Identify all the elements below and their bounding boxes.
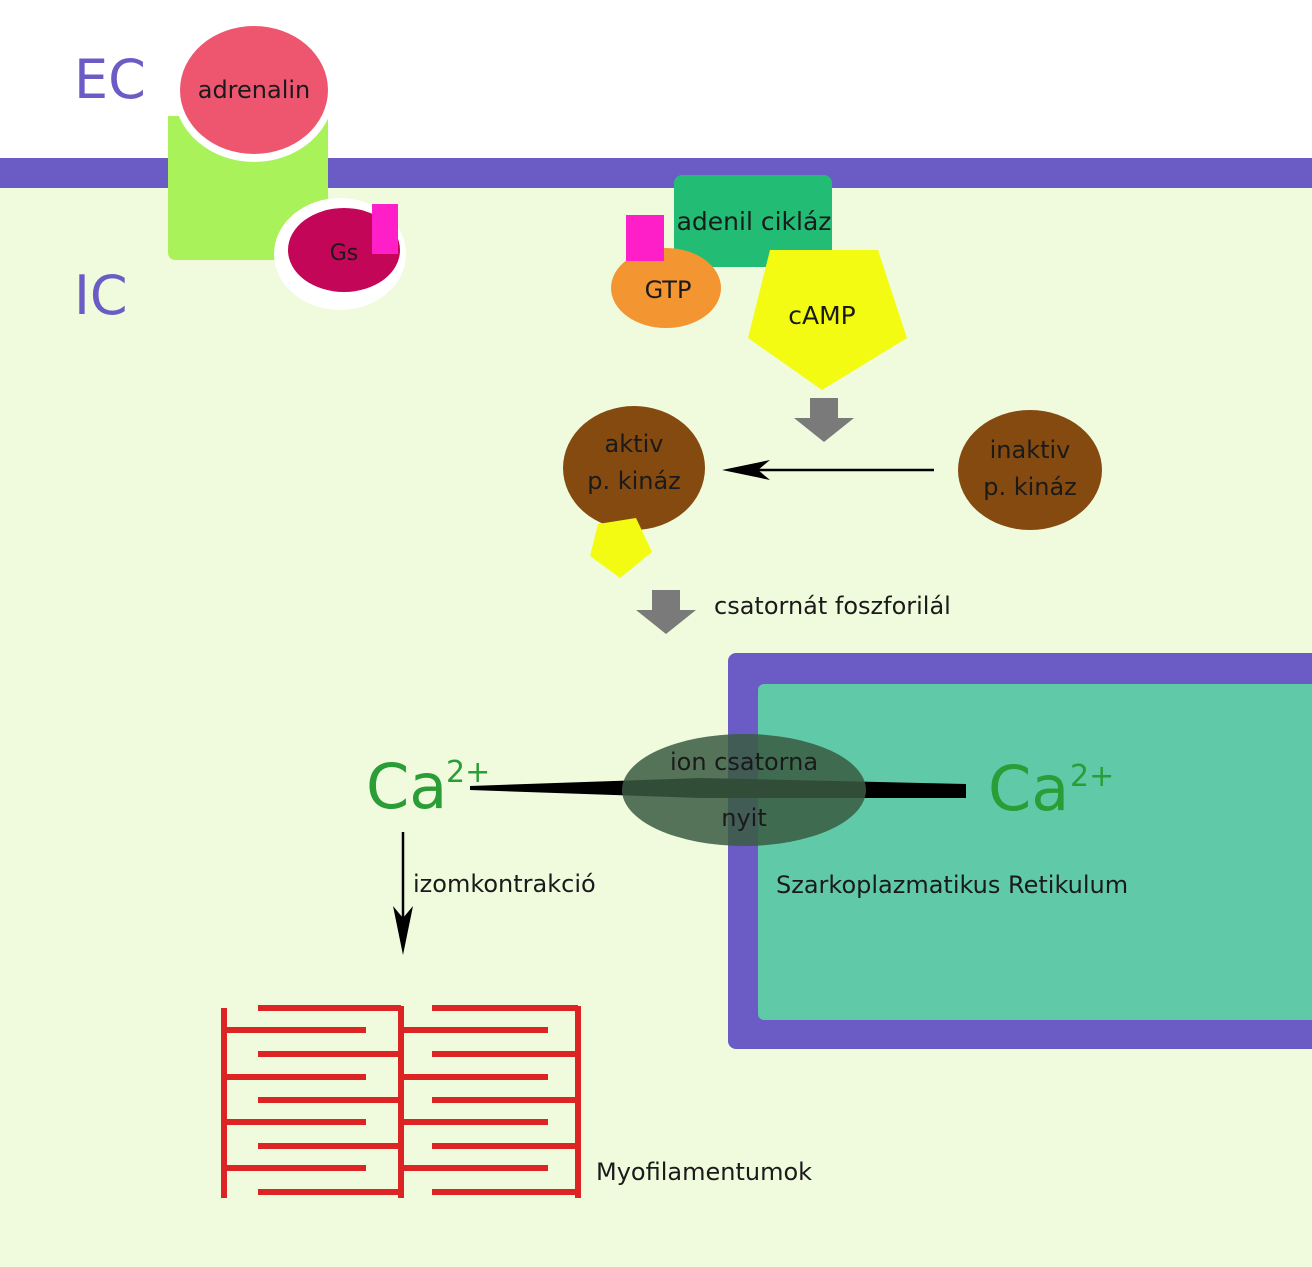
sr-lumen	[758, 684, 1312, 1020]
contraction-label: izomkontrakció	[413, 870, 596, 898]
adenyl-cyclase	[674, 175, 832, 267]
active-kinase-label-1: aktiv	[605, 430, 664, 458]
phosphorylation-label: csatornát foszforilál	[714, 592, 951, 620]
cytosol-calcium-charge: 2+	[446, 755, 490, 790]
sr-label: Szarkoplazmatikus Retikulum	[776, 871, 1128, 899]
gs-tag	[372, 204, 398, 254]
camp-activation-arrow	[794, 398, 854, 442]
sr-calcium-charge: 2+	[1070, 759, 1114, 794]
active-kinase-label-2: p. kináz	[587, 467, 681, 495]
bound-camp	[590, 518, 652, 578]
myofilaments	[221, 1005, 581, 1198]
phosphorylation-arrow	[636, 590, 696, 634]
inactive-kinase-label-1: inaktiv	[990, 436, 1071, 464]
gtp-molecule	[611, 248, 721, 328]
sr-calcium: Ca	[988, 752, 1069, 825]
channel-opens-label: nyit	[721, 804, 767, 832]
gs-label: Gs	[330, 241, 359, 266]
camp-label: cAMP	[788, 301, 856, 330]
ion-channel	[622, 734, 866, 846]
myofilaments-label: Myofilamentumok	[596, 1158, 812, 1186]
inactive-kinase-label-2: p. kináz	[983, 473, 1077, 501]
contraction-arrow	[393, 832, 413, 955]
gtp-label: GTP	[645, 276, 692, 304]
adenyl-cyclase-label: adenil cikláz	[677, 207, 832, 236]
inactive-kinase	[958, 410, 1102, 530]
adrenalin-label: adrenalin	[198, 76, 311, 104]
gtp-tag	[626, 215, 664, 261]
adrenalin-molecule	[180, 26, 328, 154]
ion-channel-label: ion csatorna	[670, 748, 818, 776]
active-kinase	[563, 406, 705, 530]
camp-molecule	[748, 250, 907, 390]
cytosol-calcium: Ca	[366, 750, 447, 823]
ic-label: IC	[74, 264, 128, 327]
ec-label: EC	[74, 48, 146, 111]
kinase-activation-arrow	[722, 460, 934, 480]
